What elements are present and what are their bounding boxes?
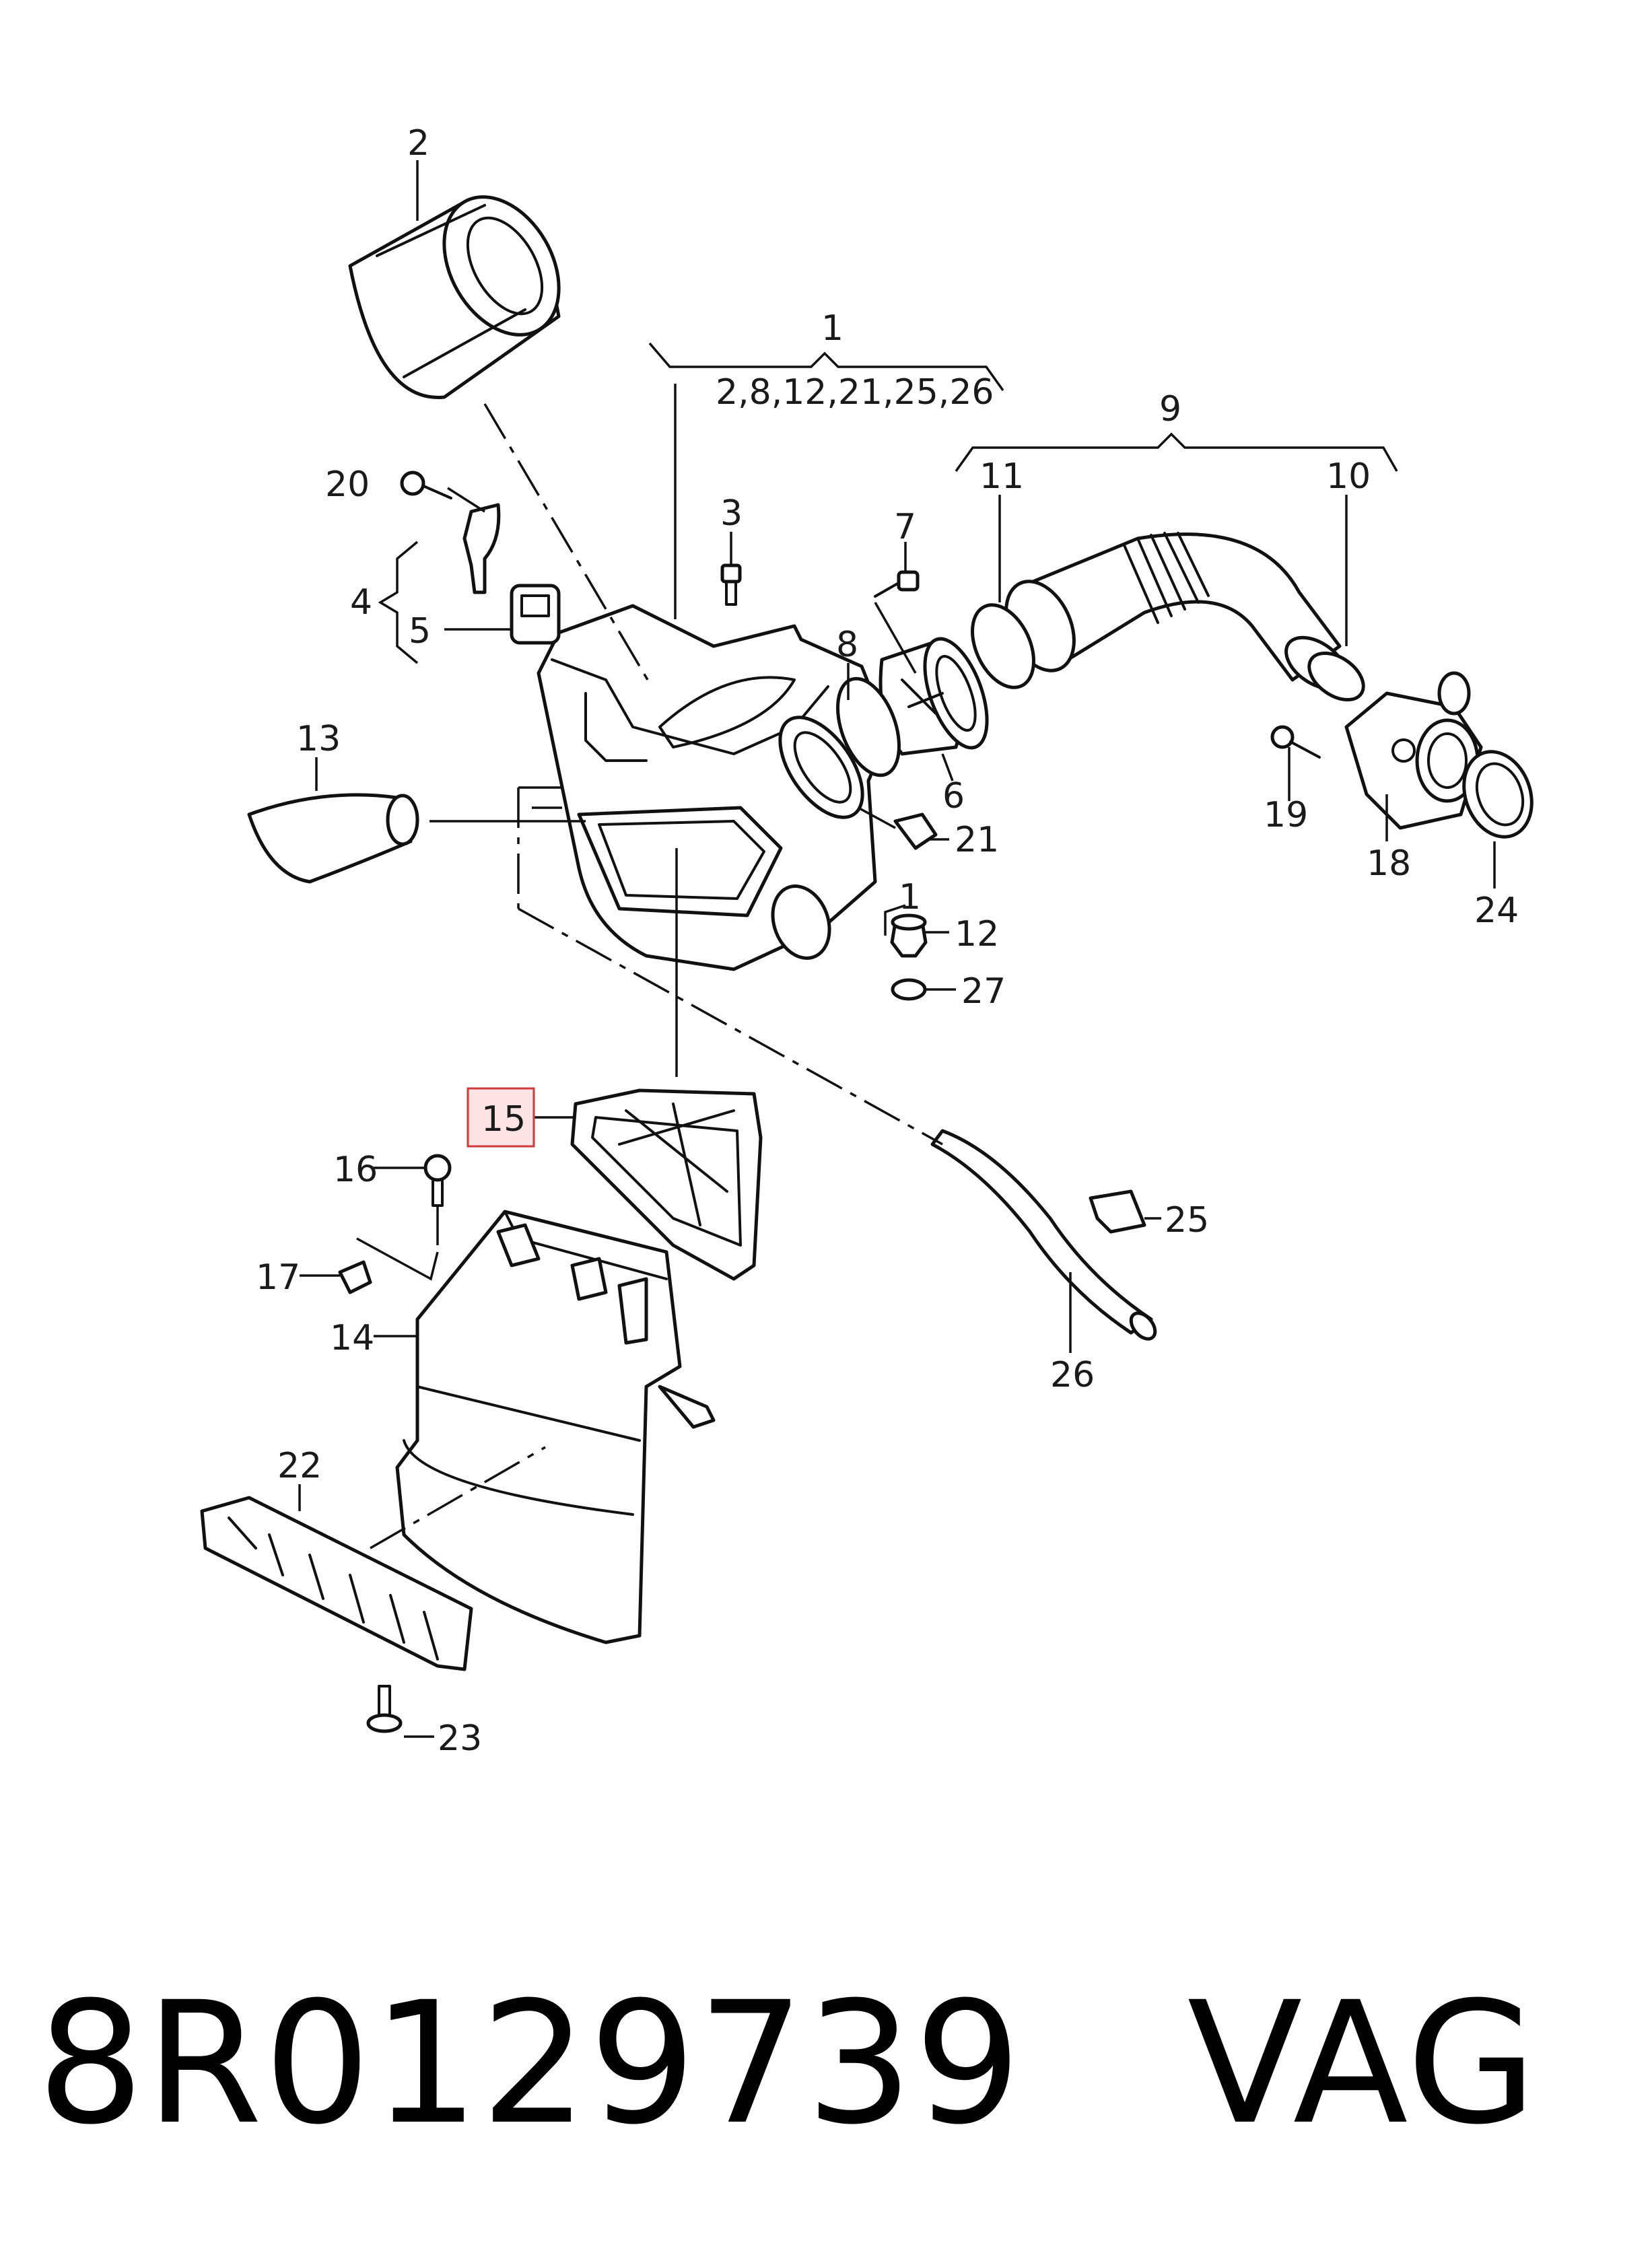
callout-18: 18 [1367,843,1411,884]
air-filter-element [348,195,561,399]
callout-3: 3 [720,493,743,534]
callout-24: 24 [1474,891,1519,931]
connector-18 [1344,671,1483,830]
callout-22: 22 [277,1446,322,1486]
callout-labels: 2 1 2,8,12,21,25,26 9 11 10 20 3 7 4 5 8… [256,123,1519,1759]
grille-22 [200,1496,473,1671]
valve-12 [890,913,928,958]
screw-19 [1270,725,1321,759]
callout-4: 4 [350,582,372,623]
callout-14: 14 [330,1318,374,1358]
intake-hose [1004,532,1348,691]
callout-11: 11 [979,456,1024,497]
nut-17 [338,1260,372,1294]
callout-23: 23 [438,1718,482,1759]
callout-19: 19 [1264,795,1308,835]
callout-20: 20 [325,464,370,505]
callout-7: 7 [894,507,916,547]
hose-clamp-10 [1307,651,1365,702]
filter-frame-15 [570,1088,763,1281]
screw-16 [423,1154,452,1207]
callout-9: 9 [1159,389,1181,429]
callout-26: 26 [1050,1355,1095,1395]
clip-25 [1089,1189,1146,1234]
callout-17: 17 [256,1257,300,1298]
air-filter-housing [537,604,891,971]
hose-26-end [1129,1311,1157,1341]
callout-21: 21 [955,820,999,860]
callout-15: 15 [481,1099,526,1140]
brace-lines [378,342,1398,936]
callout-10: 10 [1326,456,1371,497]
screw-7 [874,570,920,598]
screw-3 [720,563,742,606]
callout-6: 6 [942,776,965,816]
callout-27: 27 [961,971,1006,1012]
part-number: 8R0129739 [37,1965,1023,2161]
ring-24 [1462,750,1534,839]
callout-1: 1 [821,308,844,349]
intake-duct-13 [247,793,413,884]
callout-5: 5 [409,611,431,652]
screw-20 [400,471,452,499]
part-number-caption: 8R0129739 VAG [37,1965,1538,2161]
intake-duct-13-opening [386,794,419,846]
seal-ring-8 [835,676,901,777]
grommet-5 [510,584,561,645]
callout-15-highlight [467,1087,535,1148]
callout-16: 16 [333,1150,378,1190]
bolt-23 [366,1685,403,1733]
callout-25: 25 [1165,1200,1209,1241]
callout-2: 2 [407,123,429,164]
clip-21 [893,812,938,850]
leader-lines [298,160,1496,1738]
lower-duct-14 [395,1210,716,1644]
brand-name: VAG [1187,1965,1538,2161]
callout-13: 13 [296,719,341,759]
bracket-4 [462,503,501,594]
washer-27 [891,978,927,1001]
callout-12-bracket: 1 [899,877,921,917]
callout-12: 12 [955,914,999,954]
hose-clamp-11 [971,603,1035,689]
callout-1-sublist: 2,8,12,21,25,26 [716,372,994,413]
callout-8: 8 [836,625,858,665]
